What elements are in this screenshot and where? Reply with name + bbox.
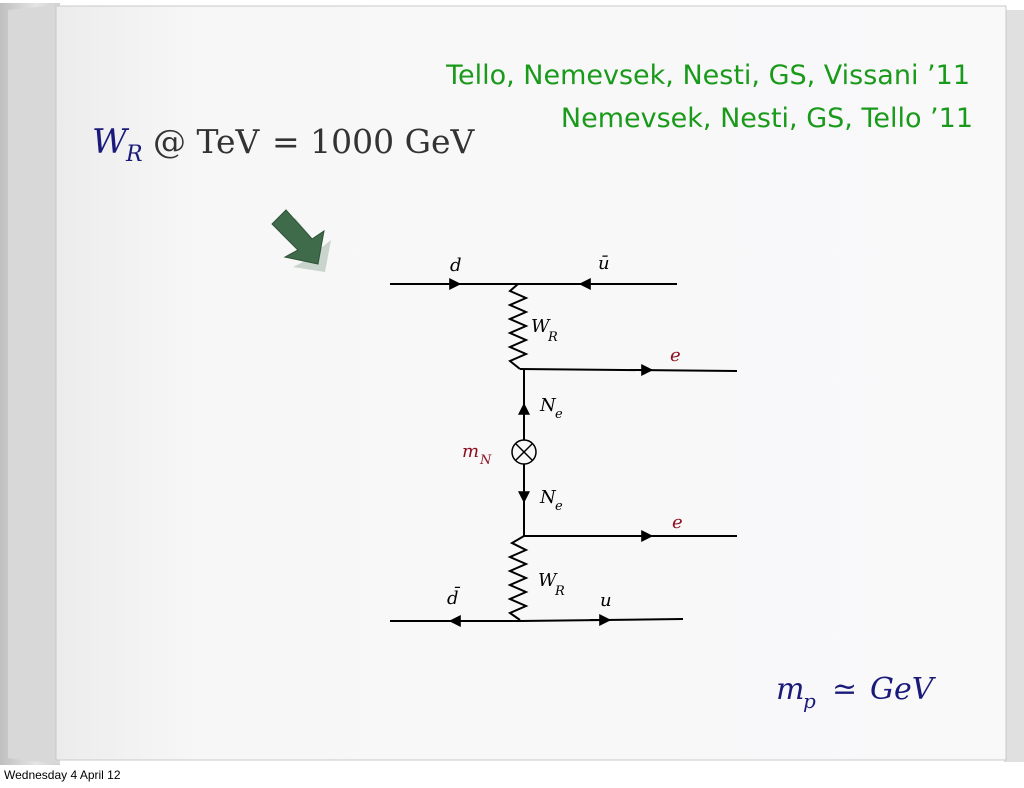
wr-symbol: W: [92, 122, 130, 162]
label-ne-top-sub: e: [555, 407, 563, 422]
label-wr-top-sub: R: [547, 330, 558, 345]
label-mN: m: [462, 441, 479, 462]
label-d: d: [450, 255, 462, 276]
label-ne-bottom-sub: e: [555, 499, 563, 514]
gev-unit: GeV: [870, 672, 937, 707]
label-e-top: e: [670, 345, 681, 366]
feynman-diagram: [390, 278, 738, 627]
label-dbar: d̄: [447, 585, 461, 609]
footer-date: Wednesday 4 April 12: [4, 768, 121, 782]
label-wr-top: W: [531, 316, 551, 337]
wr-subscript: R: [125, 142, 143, 167]
diagram-labels: d ū W R e N e m N N e e W R d̄ u: [447, 253, 683, 611]
mp-subscript: p: [803, 689, 816, 713]
reference-2: Nemevsek, Nesti, GS, Tello ’11: [561, 103, 973, 134]
main-page: [55, 5, 1007, 761]
wr-top-propagator: [507, 283, 529, 370]
label-mN-sub: N: [479, 453, 492, 468]
label-e-bottom: e: [672, 512, 683, 533]
label-u: u: [600, 590, 612, 611]
label-wr-bottom: W: [538, 570, 558, 591]
label-wr-bottom-sub: R: [554, 584, 565, 599]
reference-1: Tello, Nemevsek, Nesti, GS, Vissani ’11: [445, 60, 970, 91]
wr-scale-heading: W R @ TeV = 1000 GeV: [92, 122, 476, 167]
electron-top-line: [519, 368, 738, 372]
pointer-arrow-icon: [271, 209, 331, 272]
label-ne-top: N: [539, 395, 557, 416]
approx-symbol: ≃: [832, 672, 857, 707]
wr-bottom-propagator: [507, 535, 529, 621]
label-ne-bottom: N: [539, 487, 557, 508]
right-page-stack: [1004, 10, 1024, 762]
page-curl: [8, 4, 60, 764]
mp-symbol: m: [776, 672, 804, 707]
wr-at-tev: @ TeV: [153, 122, 260, 161]
label-ubar: ū: [598, 253, 610, 274]
proton-mass-relation: m p ≃ GeV: [776, 672, 937, 713]
wr-value: = 1000 GeV: [272, 122, 476, 161]
